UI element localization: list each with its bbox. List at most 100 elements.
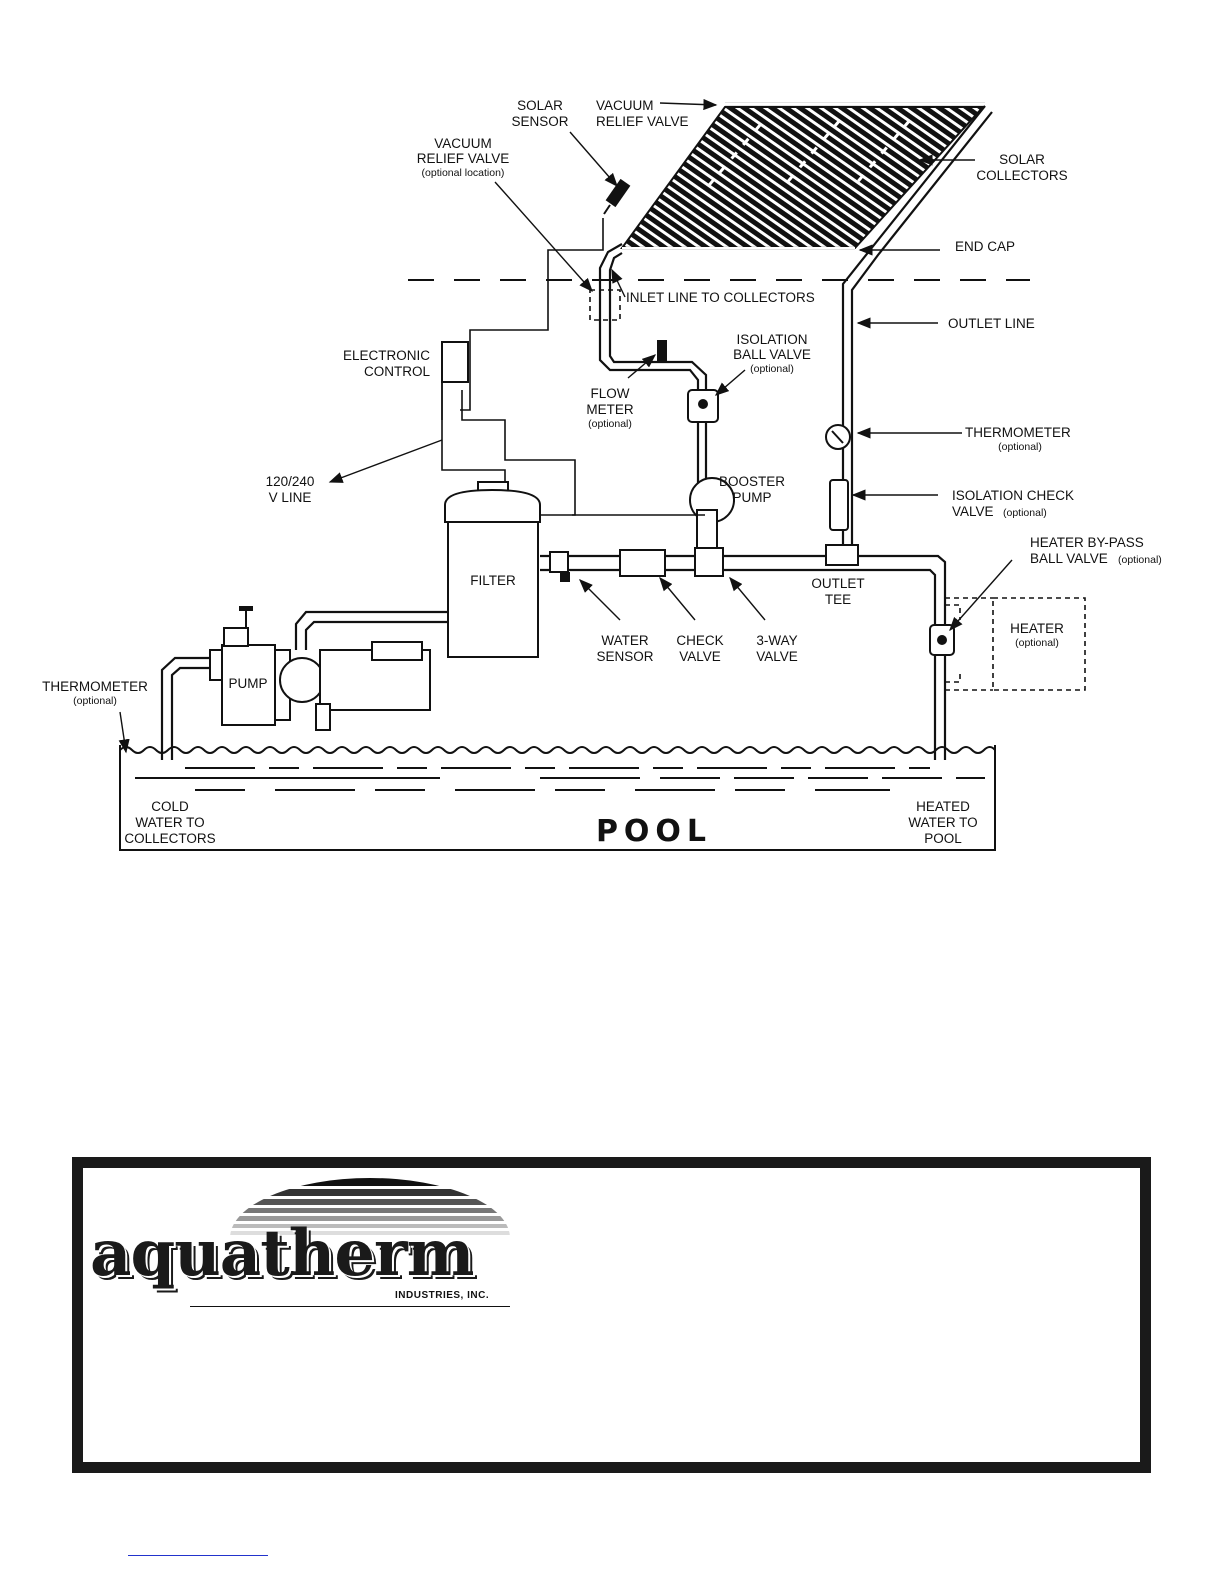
three-way-valve [694,547,724,577]
label-heater-opt: (optional) [1015,637,1059,649]
logo-underline [190,1306,510,1307]
svg-text:METER: METER [586,402,634,417]
label-heater-bypass-1: HEATER BY-PASS [1030,535,1144,550]
solar-sensor [603,178,631,215]
svg-text:WATER TO: WATER TO [908,815,977,830]
label-heater: HEATER [1010,621,1064,636]
label-outlet-line: OUTLET LINE [948,316,1035,331]
outlet-line-pipe [841,105,986,550]
svg-text:SENSOR: SENSOR [511,114,568,129]
svg-text:SOLAR: SOLAR [999,152,1045,167]
svg-text:(optional): (optional) [588,418,632,430]
svg-text:V LINE: V LINE [269,490,312,505]
label-heater-bypass-opt: (optional) [1118,554,1162,566]
svg-text:TEE: TEE [825,592,851,607]
svg-text:120/240: 120/240 [266,474,315,489]
heater-box [992,597,1086,691]
label-outlet-tee-2: TEE [825,592,851,607]
svg-text:CONTROL: CONTROL [364,364,430,379]
svg-text:CHECK: CHECK [676,633,723,648]
svg-text:3-WAY: 3-WAY [756,633,797,648]
water-sensor [549,551,569,573]
logo-wordmark: aquatherm [90,1216,474,1291]
svg-text:BALL VALVE: BALL VALVE [1030,551,1108,566]
label-vacuum-relief-top-1: VACUUM [596,98,654,113]
svg-text:POOL: POOL [924,831,962,846]
label-check-valve-2: VALVE [679,649,721,664]
label-heater-bypass-2: BALL VALVE [1030,551,1108,566]
solar-sensor-wire [460,218,604,411]
label-solar-collectors-1: SOLAR [999,152,1045,167]
svg-text:VACUUM: VACUUM [596,98,654,113]
footer-link-underline [128,1555,268,1556]
label-flow-meter-1: FLOW [591,386,630,401]
label-isolation-ball-valve-opt: (optional) [750,363,794,375]
label-vacuum-relief-opt-1: VACUUM [434,136,492,151]
label-thermometer-right-opt: (optional) [998,441,1042,453]
svg-text:THERMOMETER: THERMOMETER [965,425,1071,440]
isolation-check-valve [829,479,849,531]
svg-text:ELECTRONIC: ELECTRONIC [343,348,430,363]
label-v-line-2: V LINE [269,490,312,505]
svg-text:(optional): (optional) [1118,554,1162,566]
sun-stripes-icon [230,1178,510,1235]
svg-text:(optional location): (optional location) [422,167,505,179]
optional-vacuum-relief-valve [589,289,621,321]
svg-text:(optional): (optional) [750,363,794,375]
label-solar-collectors-2: COLLECTORS [976,168,1067,183]
label-flow-meter-2: METER [586,402,634,417]
label-inlet-line: INLET LINE TO COLLECTORS [626,290,815,305]
label-solar-sensor-1: SOLAR [517,98,563,113]
label-water-sensor-2: SENSOR [596,649,653,664]
label-cold-water-3: COLLECTORS [124,831,215,846]
svg-text:(optional): (optional) [1003,507,1047,519]
solar-pool-system-diagram: SOLAR SENSOR VACUUM RELIEF VALVE VACUUM … [42,98,1162,851]
label-booster-pump-2: PUMP [732,490,771,505]
pool [119,745,996,851]
label-thermometer-left: THERMOMETER [42,679,148,694]
svg-text:PUMP: PUMP [228,676,267,691]
svg-text:RELIEF VALVE: RELIEF VALVE [596,114,689,129]
label-isolation-ball-valve-1: ISOLATION [736,332,807,347]
label-thermometer-left-opt: (optional) [73,695,117,707]
svg-text:VACUUM: VACUUM [434,136,492,151]
label-pool: POOL [596,814,712,849]
svg-text:(optional): (optional) [73,695,117,707]
pump-motor-assembly [160,606,448,760]
svg-text:HEATER: HEATER [1010,621,1064,636]
svg-text:VALVE: VALVE [952,504,994,519]
leader-arrows [494,98,1013,632]
label-check-valve-1: CHECK [676,633,723,648]
svg-text:HEATED: HEATED [916,799,970,814]
svg-text:(optional): (optional) [1015,637,1059,649]
label-vacuum-relief-top-2: RELIEF VALVE [596,114,689,129]
svg-text:INLET LINE TO COLLECTORS: INLET LINE TO COLLECTORS [626,290,815,305]
label-three-way-valve-1: 3-WAY [756,633,797,648]
label-electronic-control-1: ELECTRONIC [343,348,430,363]
logo-subtitle: INDUSTRIES, INC. [395,1290,490,1301]
label-v-line-1: 120/240 [266,474,315,489]
svg-text:VALVE: VALVE [679,649,721,664]
svg-text:FLOW: FLOW [591,386,630,401]
check-valve [619,549,666,577]
svg-text:END CAP: END CAP [955,239,1015,254]
svg-text:COLLECTORS: COLLECTORS [124,831,215,846]
svg-text:COLD: COLD [151,799,189,814]
svg-text:(optional): (optional) [998,441,1042,453]
label-isolation-check-valve-opt: (optional) [1003,507,1047,519]
label-outlet-tee-1: OUTLET [811,576,864,591]
label-isolation-check-valve-1: ISOLATION CHECK [952,488,1074,503]
label-electronic-control-2: CONTROL [364,364,430,379]
svg-text:FILTER: FILTER [470,573,516,588]
label-heated-water-1: HEATED [916,799,970,814]
svg-text:WATER: WATER [601,633,648,648]
label-filter: FILTER [470,573,516,588]
label-isolation-ball-valve-2: BALL VALVE [733,347,811,362]
label-heated-water-3: POOL [924,831,962,846]
label-flow-meter-opt: (optional) [588,418,632,430]
svg-text:COLLECTORS: COLLECTORS [976,168,1067,183]
label-booster-pump-1: BOOSTER [719,474,785,489]
inlet-line-pipe [598,243,700,545]
electronic-control-box [441,341,469,383]
solar-collectors [620,102,986,250]
